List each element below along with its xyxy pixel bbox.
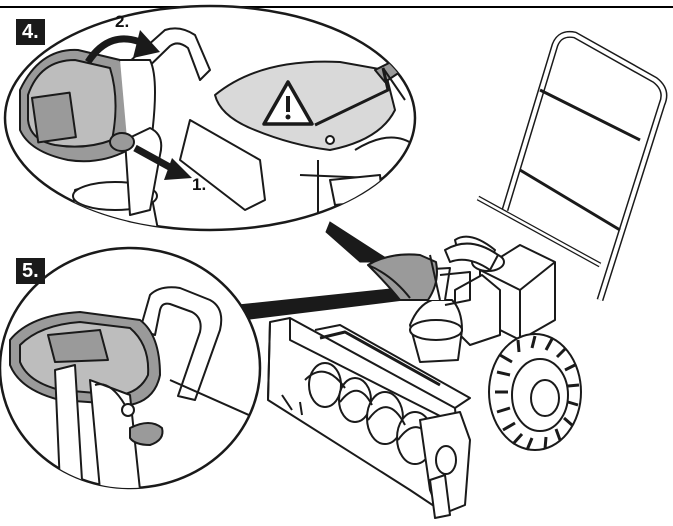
step5-callout (0, 246, 262, 490)
step4-callout (3, 4, 417, 232)
step4-action-second: 2. (115, 12, 130, 31)
step5-badge: 5. (16, 258, 45, 284)
warning-triangle-icon (262, 80, 314, 126)
top-rule (0, 6, 673, 8)
handle-detail (139, 286, 223, 401)
auger-housing (267, 317, 471, 519)
snowblower (267, 31, 668, 519)
handle-bar (476, 31, 668, 302)
wheel (488, 333, 582, 451)
pull-arrow-icon (133, 144, 192, 180)
warning-cover (214, 60, 396, 151)
chute (367, 242, 499, 363)
leader-step4 (325, 221, 394, 263)
rotate-arrow-icon (85, 30, 160, 64)
step4-badge: 4. (16, 19, 45, 45)
knob (109, 132, 135, 152)
leader-step5 (237, 287, 405, 321)
step4-action-first: 1. (192, 175, 207, 194)
knob (129, 422, 164, 446)
